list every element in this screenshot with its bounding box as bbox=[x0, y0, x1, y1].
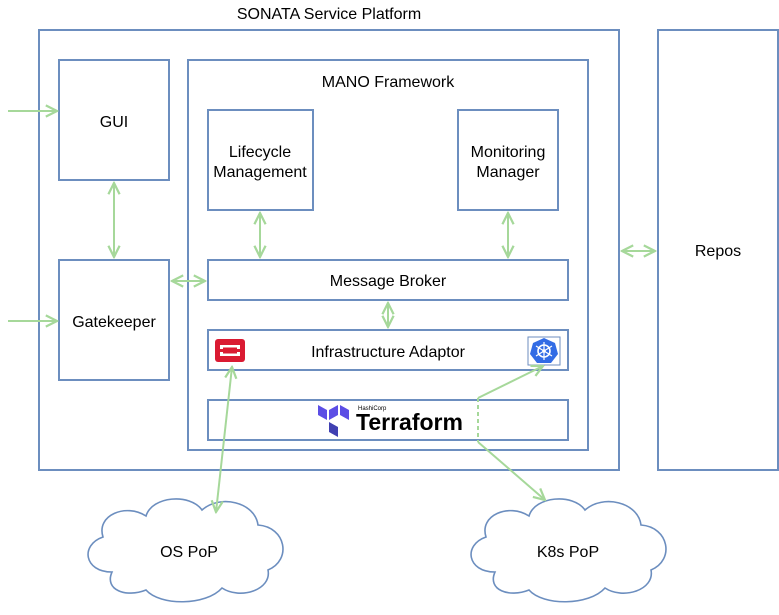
openstack-logo-icon bbox=[213, 337, 247, 364]
terraform-brand: HashiCorp bbox=[358, 406, 387, 412]
message-broker-label: Message Broker bbox=[330, 273, 447, 290]
repos-box bbox=[657, 29, 779, 471]
lifecycle-management-box bbox=[207, 109, 314, 211]
gatekeeper-box bbox=[58, 259, 170, 381]
monitoring-label-line1: Monitoring bbox=[471, 144, 546, 161]
terraform-box bbox=[207, 399, 569, 441]
gui-label: GUI bbox=[100, 114, 128, 131]
platform-title: SONATA Service Platform bbox=[237, 6, 421, 23]
terraform-logo-icon bbox=[318, 405, 349, 437]
infrastructure-adaptor-label: Infrastructure Adaptor bbox=[311, 344, 466, 361]
os-pop-label: OS PoP bbox=[160, 544, 218, 561]
kubernetes-logo-icon bbox=[527, 336, 561, 366]
gui-box bbox=[58, 59, 170, 181]
os-pop-cloud bbox=[87, 498, 284, 603]
k8spop-connector bbox=[477, 441, 545, 500]
mano-framework-title: MANO Framework bbox=[322, 74, 455, 91]
k8s-adaptor-connector bbox=[477, 366, 543, 399]
lifecycle-label-line2: Management bbox=[213, 164, 307, 181]
infrastructure-adaptor-box bbox=[207, 329, 569, 371]
repos-label: Repos bbox=[695, 243, 741, 260]
k8s-pop-label: K8s PoP bbox=[537, 544, 599, 561]
message-broker-box bbox=[207, 259, 569, 301]
k8s-pop-cloud bbox=[470, 498, 667, 603]
monitoring-manager-box bbox=[457, 109, 559, 211]
gatekeeper-label: Gatekeeper bbox=[72, 314, 156, 331]
terraform-label: Terraform bbox=[356, 409, 463, 435]
openstack-ospop-connector bbox=[216, 367, 232, 512]
lifecycle-label-line1: Lifecycle bbox=[229, 144, 291, 161]
monitoring-label-line2: Manager bbox=[476, 164, 540, 181]
